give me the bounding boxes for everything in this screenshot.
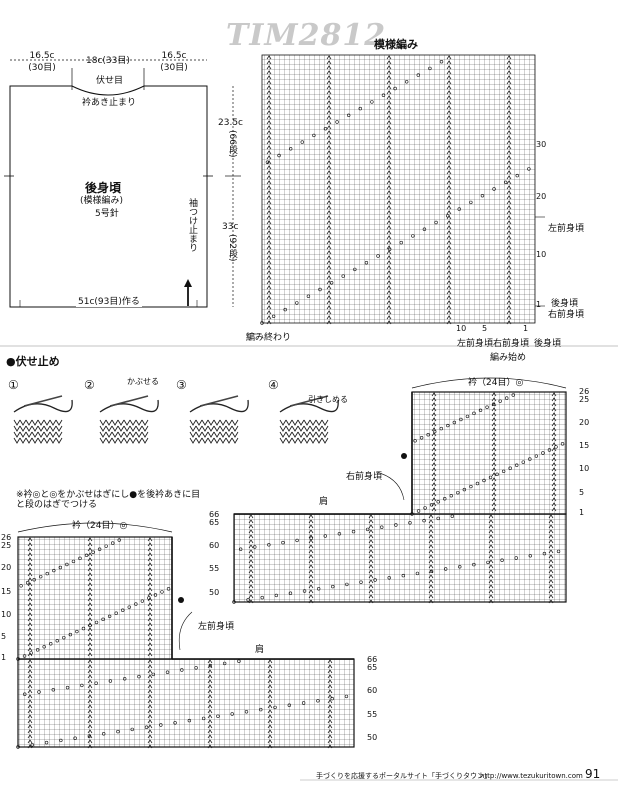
lf-row-55: 55 [367,710,378,719]
chart-title: 模様編み [374,38,418,51]
lf-row-10: 10 [1,610,12,619]
rf-row-5: 5 [579,488,585,497]
bottom-label-right-front: 右前身頃 [493,339,530,349]
back-body-needle: 5号針 [95,209,119,219]
lower-rows: (92段) [227,234,237,262]
step-4: ④ [268,378,279,392]
right-front-top-grid [411,391,567,515]
row-number-1: 1 [536,300,542,309]
step-4-note: 引きしめる [308,395,348,404]
rf-row-60: 60 [209,541,220,550]
page-number: 91 [585,767,601,781]
assembly-note: ※衿◎と◎をかぶせはぎにし●を後衿あきに目と段のはぎでつける [16,490,201,510]
chart-label-left-front: 左前身頃 [548,224,585,234]
lf-row-5: 5 [1,632,7,641]
row-number-10: 10 [536,250,547,259]
left-front-name: 左前身頃 [198,622,235,632]
right-front-name: 右前身頃 [346,472,383,482]
rf-row-66: 66 [209,510,220,519]
footer-url: http://www.tezukuritown.com [480,772,583,780]
col-number-1: 1 [523,324,529,333]
right-front-shoulder: 肩 [319,497,329,507]
left-front-shoulder: 肩 [255,645,265,655]
chart-label-back: 後身頃 [551,299,579,309]
lf-row-66: 66 [367,655,378,664]
footer-text: 手づくりを応援するポータルサイト「手づくりタウン」 [316,772,491,780]
upper-rows: (66段) [227,130,237,158]
right-front-shoulder-grid [233,513,567,603]
main-chart-symbols [260,55,531,325]
bind-off-label: 伏せ目 [96,76,124,86]
bind-off-illustrations [13,395,339,444]
width-right-stitches: (30目) [160,63,188,73]
knitting-end-label: 編み終わり [246,333,292,343]
lf-row-26: 26 [1,533,12,542]
back-body-outline [9,85,208,308]
step-3: ③ [176,378,187,392]
lf-row-50: 50 [367,733,378,742]
left-front-top-grid [17,536,173,660]
lf-row-20: 20 [1,563,12,572]
width-center: 18c(33目) [86,56,130,66]
back-body-pattern: (模様編み) [80,196,124,206]
col-number-10: 10 [456,324,467,333]
neck-stop-label: 衿あき止まり [82,98,137,108]
rf-row-20: 20 [579,418,590,427]
lf-row-65: 65 [367,663,378,672]
back-body-name: 後身頃 [85,181,122,195]
width-left-cm: 16.5c [29,51,55,61]
cast-on-label: 51c(93目)作る [76,297,142,307]
rf-row-26: 26 [579,387,590,396]
left-front-shoulder-grid [17,658,355,748]
rf-row-10: 10 [579,464,590,473]
left-front-neck: 衿（24目）◎ [72,521,128,531]
left-front-symbols [16,537,349,749]
bottom-label-back: 後身頃 [534,339,562,349]
width-left-stitches: (30目) [28,63,56,73]
pattern-code: TIM2812 [226,18,387,53]
lower-height: 33c [222,222,239,232]
right-front-symbols [232,392,565,604]
step-2: ② [84,378,95,392]
bottom-label-left-front: 左前身頃 [457,339,494,349]
rf-row-1: 1 [579,508,585,517]
rf-row-25: 25 [579,395,590,404]
step-1: ① [8,378,19,392]
main-chart-grid [261,54,536,324]
lf-row-60: 60 [367,686,378,695]
lf-row-15: 15 [1,587,12,596]
row-number-30: 30 [536,140,547,149]
row-number-20: 20 [536,192,547,201]
lf-row-25: 25 [1,541,12,550]
width-right-cm: 16.5c [161,51,187,61]
chart-label-right-front: 右前身頃 [548,310,585,320]
rf-row-15: 15 [579,441,590,450]
rf-row-50: 50 [209,588,220,597]
upper-height: 23.5c [218,118,243,128]
right-front-neck: 衿（24目）◎ [468,378,524,388]
sleeve-stop-label: 袖つけ止まり [187,198,197,252]
lf-row-1: 1 [1,653,7,662]
rf-row-65: 65 [209,518,220,527]
bind-off-section-title: ●伏せ止め [6,355,60,368]
rf-row-55: 55 [209,564,220,573]
col-number-5: 5 [482,324,488,333]
knitting-start-label: 編み始め [490,353,527,363]
step-2-note: かぶせる [127,377,159,386]
